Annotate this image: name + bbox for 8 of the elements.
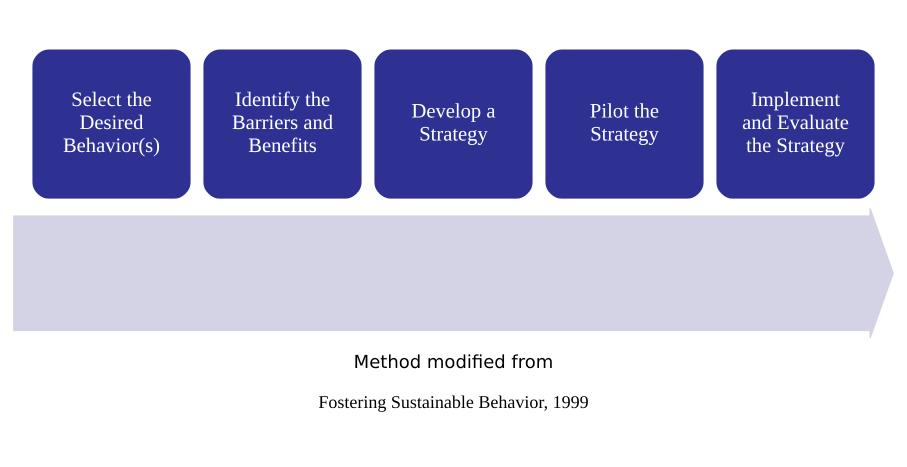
node-box: Develop a Strategy bbox=[374, 49, 533, 198]
node-box: Identify the Barriers and Benefits bbox=[203, 49, 362, 198]
label: Method modified from bbox=[354, 351, 554, 372]
node-box: Pilot the Strategy bbox=[545, 49, 704, 198]
node-box: Select the Desired Behavior(s) bbox=[32, 49, 191, 198]
node-box: Implement and Evaluate the Strategy bbox=[716, 49, 875, 198]
label: Fostering Sustainable Behavior, 1999 bbox=[318, 391, 589, 412]
node-arrow bbox=[13, 207, 894, 338]
